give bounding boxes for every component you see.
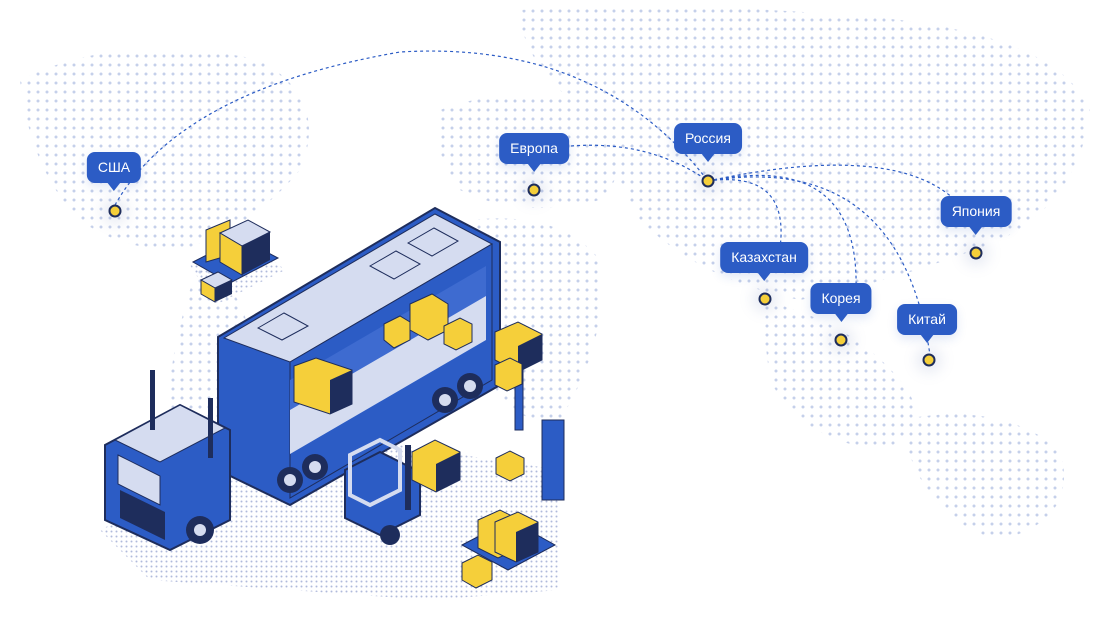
location-label-china[interactable]: Китай bbox=[897, 304, 957, 343]
loading-rack bbox=[494, 321, 565, 501]
location-label-usa[interactable]: США bbox=[86, 152, 142, 191]
location-pin-japan[interactable] bbox=[969, 246, 983, 260]
pallet-boxes-bottom bbox=[460, 509, 557, 589]
location-label-korea[interactable]: Корея bbox=[810, 283, 872, 322]
pallet-boxes bbox=[191, 219, 280, 303]
location-pin-china[interactable] bbox=[922, 353, 936, 367]
trailer bbox=[217, 206, 501, 507]
forklift bbox=[344, 437, 461, 545]
location-label-kazakhstan[interactable]: Казахстан bbox=[720, 242, 808, 281]
location-label-japan[interactable]: Япония bbox=[940, 196, 1012, 235]
truck-cab bbox=[104, 370, 328, 552]
location-pin-kazakhstan[interactable] bbox=[758, 292, 772, 306]
location-pin-europe[interactable] bbox=[527, 183, 541, 197]
location-pin-usa[interactable] bbox=[108, 204, 122, 218]
location-label-europe[interactable]: Европа bbox=[499, 133, 569, 172]
location-pin-russia[interactable] bbox=[701, 174, 715, 188]
location-label-russia[interactable]: Россия bbox=[674, 123, 742, 162]
route-lines bbox=[114, 50, 961, 356]
location-pin-korea[interactable] bbox=[834, 333, 848, 347]
